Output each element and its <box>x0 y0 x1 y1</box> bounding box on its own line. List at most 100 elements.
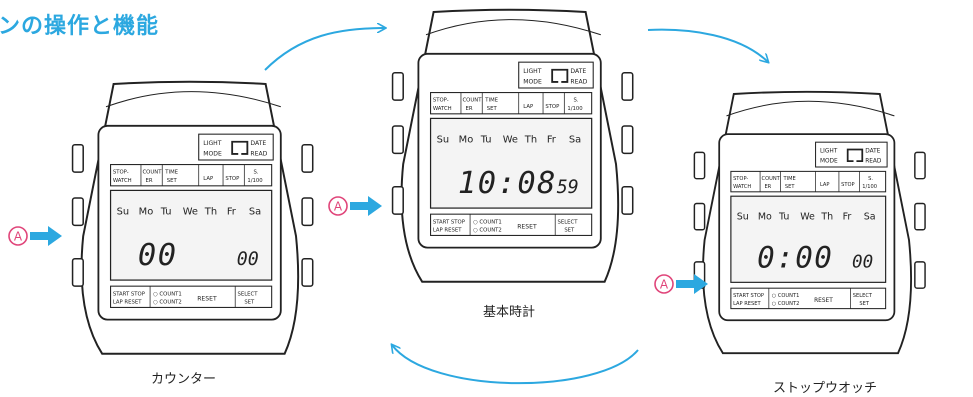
counter-mode-label-2: ER <box>764 184 771 190</box>
mode-strip <box>730 170 887 193</box>
select-label: SELECT <box>853 293 873 299</box>
count1-label: ○ COUNT1 <box>473 219 502 225</box>
s-label: S. <box>573 98 578 104</box>
weekday-0: Su <box>437 135 450 146</box>
brand-logo <box>551 68 569 83</box>
weekday-3: We <box>183 207 198 218</box>
read-label: READ <box>865 159 882 165</box>
stopwatch-mode-label-2: WATCH <box>433 106 452 112</box>
light-mode-panel <box>815 141 888 168</box>
counter-mode-label: COUNT <box>142 170 162 176</box>
case-top-edge <box>726 100 895 117</box>
count2-label: ○ COUNT2 <box>772 301 800 307</box>
set-label: SET <box>244 300 255 306</box>
side-push-button[interactable] <box>71 144 84 173</box>
select-label: SELECT <box>237 291 258 297</box>
set-label: SET <box>859 301 869 307</box>
button-a-marker: A <box>654 274 708 294</box>
mode-strip <box>430 92 593 115</box>
stop-label: STOP <box>841 182 854 188</box>
lcd-display <box>109 189 273 281</box>
side-push-button[interactable] <box>71 258 84 287</box>
lcd-small-digits: 00 <box>237 249 259 270</box>
lcd-display <box>730 195 887 283</box>
side-push-button[interactable] <box>621 72 634 101</box>
bottom-strip <box>730 287 887 310</box>
time-set-label-2: SET <box>167 178 178 184</box>
counter-mode-label: COUNT <box>462 98 482 104</box>
button-a-circle <box>328 196 348 216</box>
time-set-label-2: SET <box>487 106 498 112</box>
light-label: LIGHT <box>203 140 221 147</box>
side-push-button[interactable] <box>301 197 314 227</box>
side-push-button[interactable] <box>914 151 926 180</box>
button-a-marker: A <box>8 226 62 246</box>
time-set-label: TIME <box>484 98 498 104</box>
side-push-button[interactable] <box>301 144 314 173</box>
case-top-edge <box>105 91 281 108</box>
side-push-button[interactable] <box>71 197 84 227</box>
weekday-4: Th <box>820 212 833 223</box>
select-label: SELECT <box>557 219 578 225</box>
weekday-1: Mo <box>758 212 772 223</box>
side-push-button[interactable] <box>301 258 314 287</box>
lap-reset-label: LAP RESET <box>733 301 761 307</box>
read-label: READ <box>250 150 267 157</box>
weekday-5: Fr <box>227 207 237 218</box>
light-label: LIGHT <box>820 148 838 154</box>
stop-label: STOP <box>225 176 240 182</box>
side-push-button[interactable] <box>693 151 706 180</box>
time-set-label: TIME <box>782 176 795 182</box>
reset-label: RESET <box>517 224 537 231</box>
stopwatch-mode-label-2: WATCH <box>113 178 132 184</box>
weekday-1: Mo <box>139 207 154 218</box>
start-stop-label: START STOP <box>113 291 146 297</box>
side-push-button[interactable] <box>914 202 926 231</box>
reset-label: RESET <box>814 298 833 304</box>
mode-strip <box>110 164 273 187</box>
count2-label: ○ COUNT2 <box>473 228 502 234</box>
side-push-button[interactable] <box>693 202 706 231</box>
light-mode-panel <box>198 133 274 161</box>
weekday-2: Tu <box>160 207 172 218</box>
hundredth-label: 1/100 <box>247 178 263 184</box>
counter-mode-label-2: ER <box>466 106 473 112</box>
button-a-circle <box>654 274 674 294</box>
time-set-label: TIME <box>164 170 178 176</box>
bottom-strip <box>430 213 593 236</box>
reset-label: RESET <box>197 296 217 303</box>
lcd-main-digits: 10:08 <box>458 166 557 201</box>
start-stop-label: START STOP <box>433 219 466 225</box>
mode-label: MODE <box>820 159 838 165</box>
weekday-4: Th <box>524 135 537 146</box>
brand-logo <box>846 148 864 163</box>
light-mode-panel <box>518 61 594 89</box>
watch-caption-stopwatch: ストップウオッチ <box>773 381 878 396</box>
side-push-button[interactable] <box>621 186 634 215</box>
side-push-button[interactable] <box>391 72 404 101</box>
weekday-5: Fr <box>547 135 557 146</box>
button-a-circle <box>8 226 28 246</box>
mode-label: MODE <box>203 150 222 157</box>
light-label: LIGHT <box>523 68 541 75</box>
side-push-button[interactable] <box>391 125 404 155</box>
weekday-2: Tu <box>778 212 789 223</box>
lcd-display <box>429 117 593 209</box>
stopwatch-mode-label: STOP- <box>433 98 449 104</box>
lcd-main-digits: 00 <box>138 238 178 273</box>
side-push-button[interactable] <box>621 125 634 155</box>
watch-caption-clock: 基本時計 <box>483 305 536 320</box>
press-arrow-icon <box>676 274 708 294</box>
lcd-small-digits: 00 <box>852 253 873 273</box>
side-push-button[interactable] <box>914 261 926 289</box>
weekday-6: Sa <box>249 207 261 218</box>
side-push-button[interactable] <box>391 186 404 215</box>
weekday-4: Th <box>204 207 217 218</box>
lap-label: LAP <box>203 176 214 182</box>
press-arrow-icon <box>30 226 62 246</box>
hundredth-label: 1/100 <box>567 106 583 112</box>
s-label: S. <box>868 176 873 182</box>
